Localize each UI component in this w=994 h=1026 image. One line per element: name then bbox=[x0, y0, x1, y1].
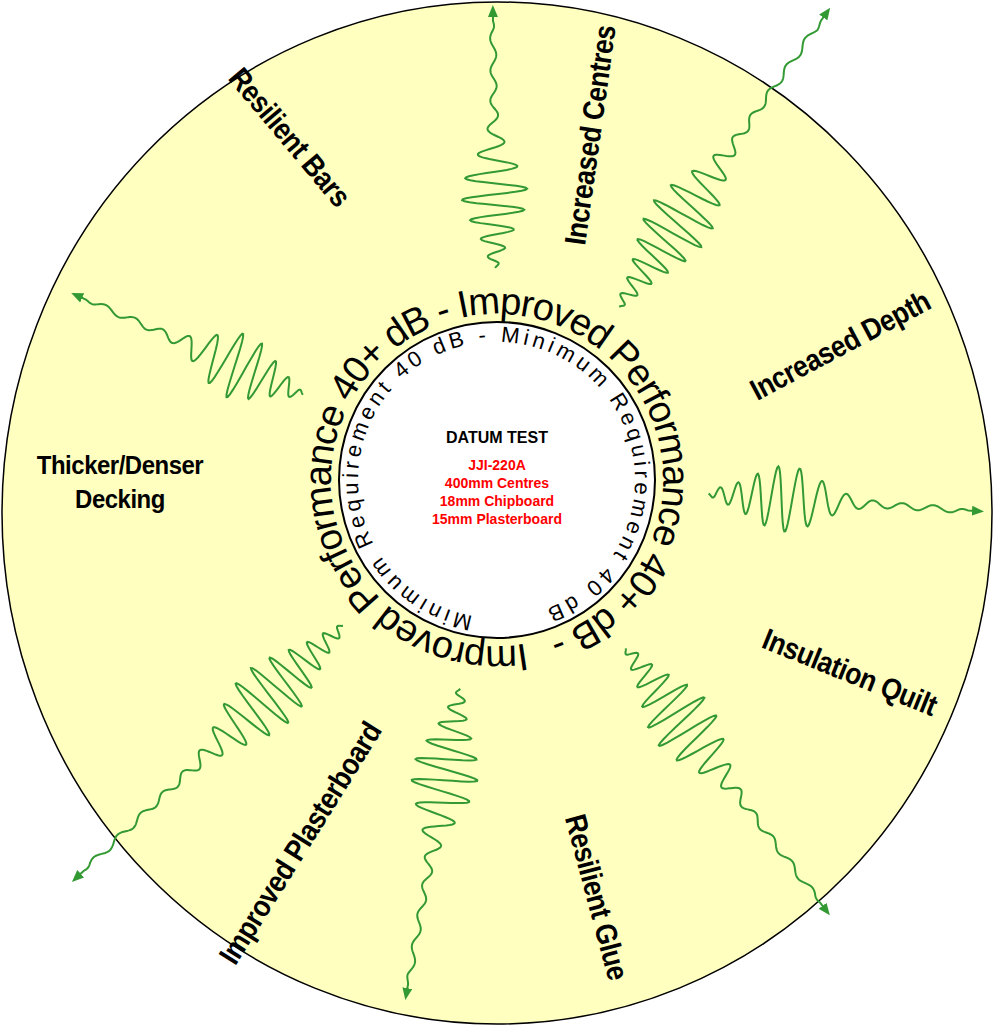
datum-circle: Minimum Requirement 40 dB - Minimum Requ… bbox=[337, 320, 657, 640]
spoke-label: Thicker/Denser Decking bbox=[37, 448, 203, 516]
centre-text-column: DATUM TEST JJI-220A 400mm Centres 18mm Ch… bbox=[337, 428, 657, 528]
datum-title: DATUM TEST bbox=[337, 428, 657, 448]
ring-text-path: Improved Performance 40+ dB - Improved P… bbox=[297, 279, 698, 680]
ring-text: Improved Performance 40+ dB - Improved P… bbox=[297, 279, 698, 680]
datum-spec: JJI-220A 400mm Centres 18mm Chipboard 15… bbox=[337, 456, 657, 528]
